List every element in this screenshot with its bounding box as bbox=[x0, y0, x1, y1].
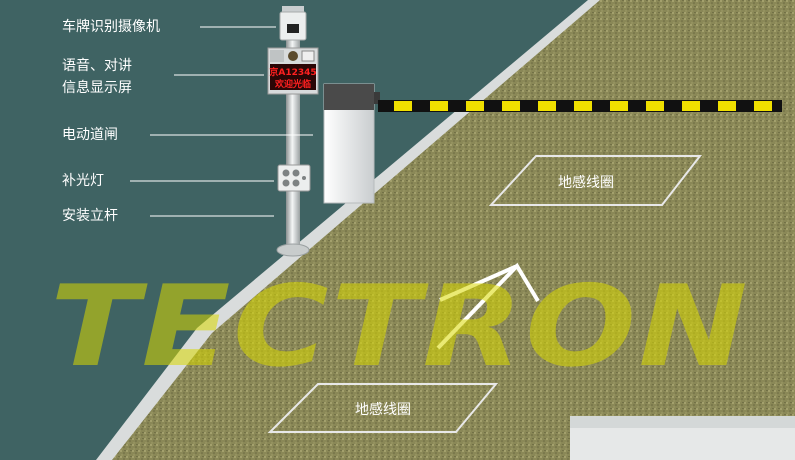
display-line1: 京A12345 bbox=[269, 66, 316, 78]
label-display-line1: 语音、对讲 bbox=[62, 58, 132, 74]
label-camera: 车牌识别摄像机 bbox=[62, 19, 160, 35]
right-curb bbox=[570, 416, 795, 428]
label-light: 补光灯 bbox=[62, 173, 104, 189]
label-gate: 电动道闸 bbox=[62, 127, 118, 143]
lpr-camera bbox=[279, 6, 307, 41]
display-panel: 京A12345 欢迎光临 bbox=[267, 47, 319, 95]
road-surface bbox=[110, 0, 795, 460]
pole-base bbox=[276, 243, 310, 257]
label-display-line2: 信息显示屏 bbox=[62, 80, 132, 96]
loop-label-upper: 地感线圈 bbox=[558, 174, 614, 191]
label-pole: 安装立杆 bbox=[62, 208, 118, 224]
barrier-cabinet bbox=[323, 83, 380, 204]
ground-loop-lower bbox=[267, 383, 499, 433]
right-curb-face bbox=[570, 428, 795, 460]
barrier-arm bbox=[378, 100, 782, 112]
tectron-watermark: TECTRON bbox=[50, 262, 750, 392]
loop-label-lower: 地感线圈 bbox=[355, 401, 411, 418]
fill-light bbox=[277, 164, 311, 192]
ground-loop-upper bbox=[488, 155, 703, 206]
direction-arrow-tail bbox=[439, 264, 518, 302]
display-line2: 欢迎光临 bbox=[274, 78, 311, 90]
left-curb bbox=[96, 0, 600, 460]
